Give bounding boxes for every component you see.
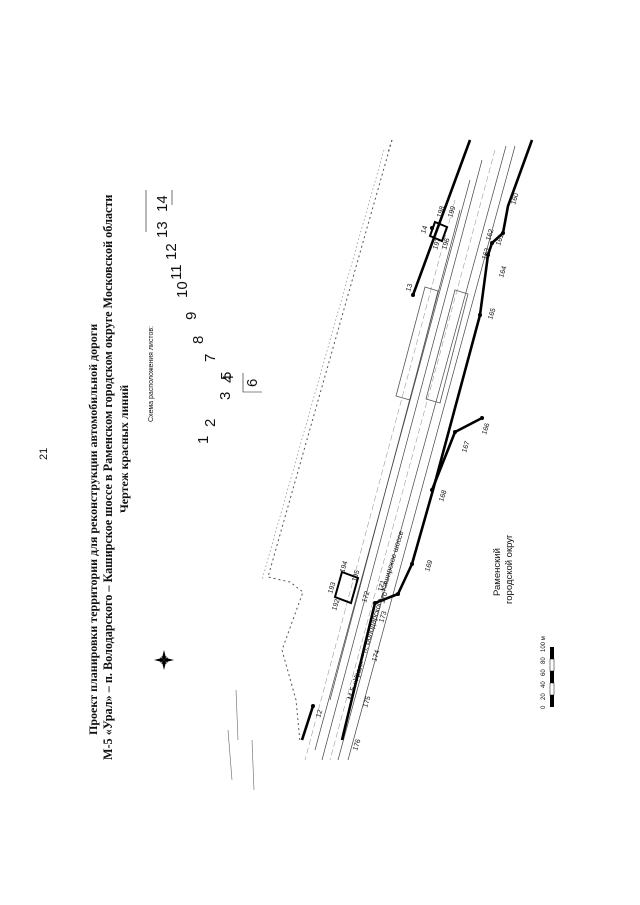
sheet-number[interactable]: 12 — [163, 243, 180, 260]
lot-boundary — [333, 220, 449, 605]
hatch-boundary — [261, 149, 385, 581]
svg-text:0: 0 — [541, 705, 547, 709]
point-label: 167 — [461, 440, 471, 453]
point-label: 13 — [405, 283, 414, 293]
sheet-number[interactable]: 1 — [195, 436, 212, 444]
side-roads — [227, 689, 255, 791]
point-label: 14 — [420, 225, 429, 235]
point-label: 197 — [432, 237, 442, 250]
point-label: 173 — [378, 610, 388, 623]
sheet-number[interactable]: 2 — [202, 419, 219, 427]
point-label: 169 — [424, 559, 434, 572]
point-label: 170 — [379, 591, 389, 604]
sheet-number[interactable]: 8 — [190, 336, 207, 344]
sheet-number[interactable]: 5 — [218, 372, 235, 380]
sheet-number[interactable]: 11 — [168, 264, 185, 280]
point-label: 175 — [362, 695, 372, 708]
scale-bar: 0 20 40 60 80 100 м — [541, 636, 555, 709]
road-name-label: М-5 «Урал» – п. Володарского – Каширское… — [345, 530, 405, 701]
point-label: 163 — [481, 247, 491, 260]
svg-text:20: 20 — [541, 693, 547, 700]
sheet-number[interactable]: 4 — [220, 375, 237, 383]
point-label: 161 — [495, 233, 505, 246]
point-label: 199 — [447, 205, 457, 218]
point-label: 176 — [352, 738, 362, 751]
road-edges — [314, 145, 516, 761]
point-label: 194 — [339, 560, 349, 573]
point-label: 171 — [377, 579, 387, 592]
point-label: 192 — [331, 598, 341, 611]
sheet-scheme-brackets — [145, 190, 262, 393]
road-centerline — [304, 149, 496, 761]
point-label: 196 — [441, 237, 451, 250]
point-label: 165 — [487, 307, 497, 320]
svg-text:40: 40 — [541, 681, 547, 688]
point-label: 160 — [510, 192, 520, 205]
sheet-number[interactable]: 6 — [244, 379, 261, 387]
point-label: 12 — [315, 709, 324, 719]
sheet-number[interactable]: 13 — [154, 221, 171, 238]
sheet-number[interactable]: 7 — [202, 354, 219, 362]
red-line-main — [300, 139, 534, 741]
point-label: 172 — [361, 590, 371, 603]
district-label-1: Раменский — [492, 548, 503, 596]
svg-text:60: 60 — [541, 669, 547, 676]
svg-text:100 м: 100 м — [541, 636, 547, 652]
point-label: 168 — [438, 489, 448, 502]
sheet-number[interactable]: 14 — [154, 195, 171, 212]
point-label: 174 — [371, 649, 381, 662]
point-labels: 12 13 14 160 161 162 163 164 165 166 167… — [315, 192, 520, 751]
point-label: 162 — [485, 228, 495, 241]
point-label: 193 — [327, 581, 337, 594]
sheet-number[interactable]: 9 — [183, 312, 200, 320]
point-label: 164 — [498, 265, 508, 278]
point-label: 198 — [436, 205, 446, 218]
district-label-2: городской округ — [504, 534, 515, 604]
turning-points — [311, 226, 505, 708]
sheet-number[interactable]: 10 — [174, 281, 191, 298]
sheet-number[interactable]: 3 — [217, 392, 234, 400]
sheet-scheme-caption: Схема расположения листов: — [148, 326, 155, 422]
structures — [395, 286, 469, 404]
point-label: 166 — [481, 422, 491, 435]
svg-text:80: 80 — [541, 657, 547, 664]
sheet-scheme-numbers: 1 2 3 4 5 6 7 8 9 10 11 12 13 14 — [154, 195, 261, 444]
point-label: 195 — [351, 569, 361, 582]
planning-boundary — [267, 139, 393, 743]
compass-rose-icon — [154, 650, 174, 670]
